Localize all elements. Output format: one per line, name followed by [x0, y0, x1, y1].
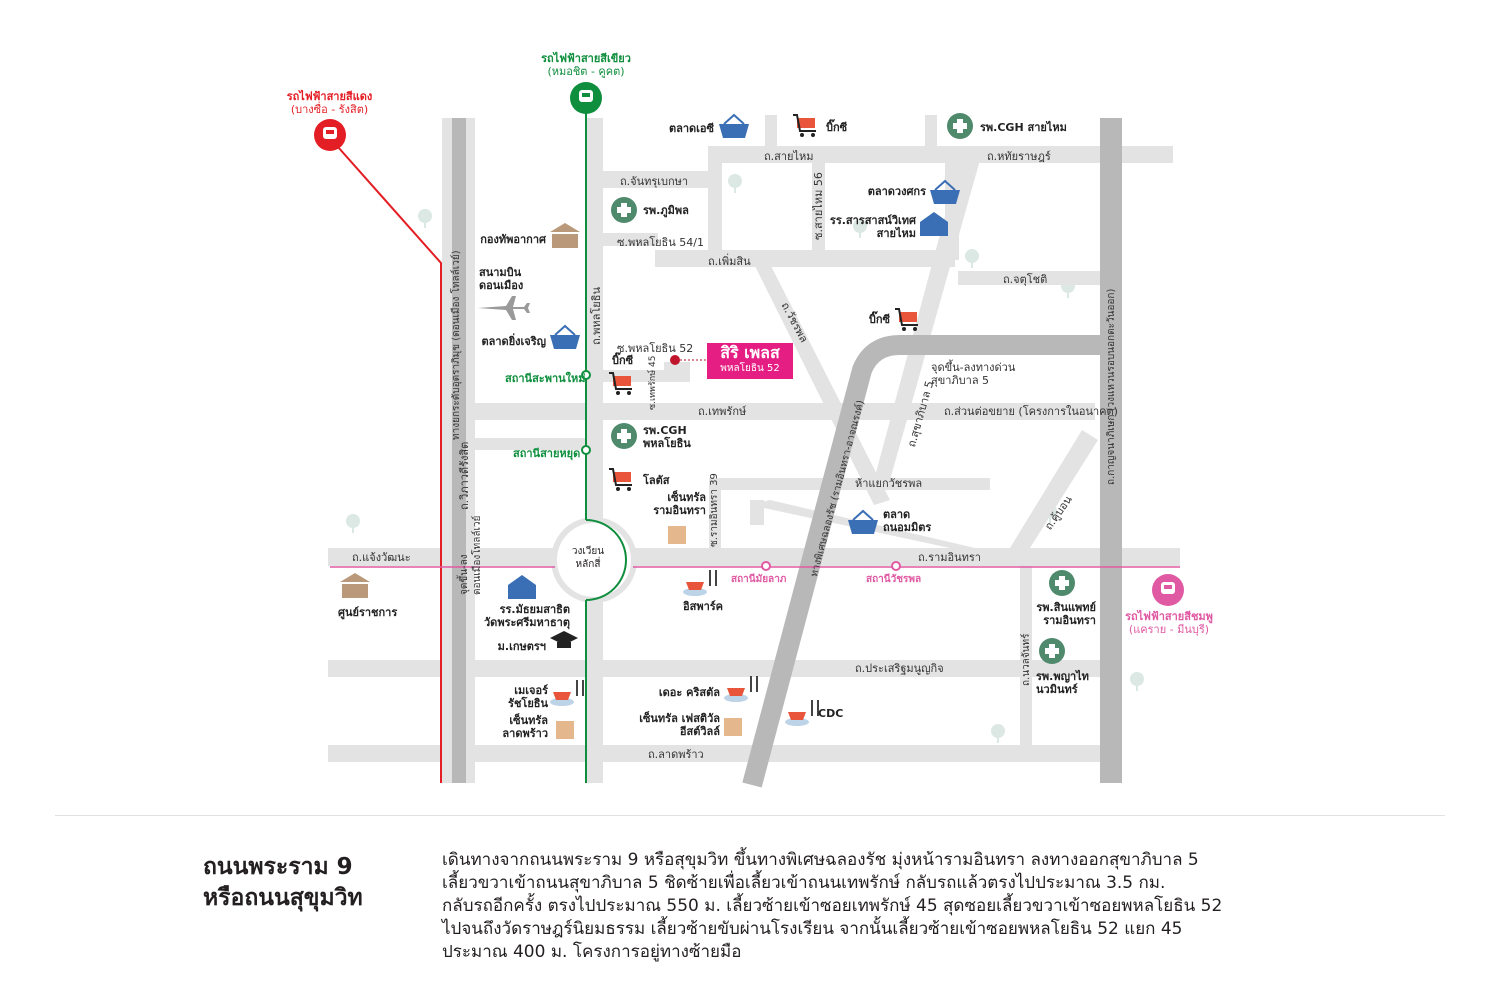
project-pin [670, 355, 680, 365]
restaurant-icon [550, 570, 819, 726]
poi-cdc: CDC [818, 707, 844, 720]
road-chatuchot: ถ.จตุโชติ [1003, 273, 1048, 286]
poi-sarasas: รร.สารสาสน์วิเทศ สายไหม [829, 214, 916, 240]
poi-crystal: เดอะ คริสตัล [658, 686, 720, 699]
road-nuan-chan: ถ.นวลจันทร์ [1021, 633, 1032, 686]
phahon-road [586, 118, 603, 783]
graduation-cap-icon [550, 631, 578, 648]
poi-air-force: กองทัพอากาศ [480, 233, 546, 246]
red-line-label: รถไฟฟ้าสายสีแดง(บางซื่อ - รังสิต) [286, 90, 373, 116]
poi-central-ladprao: เซ็นทรัล ลาดพร้าว [502, 714, 548, 740]
road-vibhavadi: ถ.วิภาวดีรังสิต [458, 441, 471, 510]
poi-bigc-top: บิ๊กซี [826, 121, 848, 134]
airplane-icon [478, 296, 530, 320]
road-expressway-gate: จุดขึ้น-ลงทางด่วน สุขาภิบาล 5 [931, 361, 1016, 387]
poi-fashion-cafe: อิสพาร์ค [683, 600, 724, 613]
chalong-rat-expressway [742, 335, 1105, 788]
poi-talat-yingcharoen: ตลาดยิ่งเจริญ [481, 335, 546, 348]
location-map: รถไฟฟ้าสายสีแดง(บางซื่อ - รังสิต) รถไฟฟ้… [286, 52, 1213, 788]
station-saphan-mai: สถานีสะพานใหม่ [505, 372, 586, 385]
road-chaeng-watthana: ถ.แจ้งวัฒนะ [352, 551, 411, 564]
road-chan-krabok: ถ.จันทรุเบกษา [620, 175, 689, 188]
road-prasert-manukit: ถ.ประเสริฐมนูญกิจ [855, 662, 944, 675]
poi-major: เมเจอร์ รัชโยธิน [508, 684, 548, 710]
market-basket-icon [550, 124, 960, 534]
directions-heading: ถนนพระราม 9 หรือถนนสุขุมวิท [203, 854, 363, 911]
shopping-bag-icon [556, 526, 742, 739]
poi-bhumibol: รพ.ภูมิพล [643, 204, 689, 217]
road-phahon-52: ซ.พหลโยธิน 52 [617, 342, 694, 355]
road-kanchanaphisek: ถ.กาญจนาภิเษก (วงแหวนรอบนอกตะวันออก) [1106, 288, 1117, 485]
poi-school-wat: รร.มัธยมสาธิต วัดพระศรีมหาธาตุ [484, 603, 570, 629]
government-building-icon [340, 223, 580, 598]
green-line-label: รถไฟฟ้าสายสีเขียว(หมอชิต - คูคต) [541, 52, 631, 78]
poi-central-festival: เซ็นทรัล เฟสติวัล อีสต์วิลล์ [639, 712, 720, 738]
road-phahon-54-1: ซ.พหลโยธิน 54/1 [617, 236, 704, 249]
poi-bigc-saphanmai: บิ๊กซี [612, 354, 634, 367]
poi-talat-wongsakorn: ตลาดวงศกร [867, 185, 926, 198]
road-phahon-yothin: ถ.พหลโยธิน [590, 287, 603, 345]
road-ramintra-39: ซ.รามอินทรา 39 [709, 473, 720, 547]
section-divider [55, 815, 1445, 816]
map-canvas [314, 82, 1184, 788]
road-thepharak-45: ซ.เทพรักษ์ 45 [648, 355, 658, 410]
poi-airport: สนามบิน ดอนเมือง [479, 266, 524, 292]
school-icon [508, 212, 948, 599]
poi-lotus: โลตัส [643, 474, 670, 487]
poi-cgh-phahon: รพ.CGH พหลโยธิน [643, 424, 691, 450]
road-extension: ถ.ส่วนต่อขยาย (โครงการในอนาคต) [944, 405, 1118, 418]
poi-phyathai: รพ.พญาไท นวมินทร์ [1036, 670, 1089, 696]
poi-bigc-mid: บิ๊กซี [868, 313, 890, 326]
poi-kasetsart: ม.เกษตรฯ [497, 640, 546, 653]
station-mai-lap: สถานีมัยลาภ [731, 574, 787, 585]
poi-government-center: ศูนย์ราชการ [338, 606, 398, 619]
poi-talat-ac: ตลาดเอซี [668, 122, 714, 135]
station-markers [581, 370, 901, 571]
pink-line-train-icon [1152, 574, 1184, 606]
station-watcharaphon: สถานีวัชรพล [866, 574, 922, 585]
poi-synphaet: รพ.สินแพทย์ รามอินทรา [1036, 601, 1096, 627]
red-line-train-icon [314, 119, 346, 151]
poi-cgh-saimai: รพ.CGH สายไหม [980, 121, 1067, 134]
green-line-train-icon [570, 82, 602, 114]
project-label: สิริ เพลสพหลโยธิน 52 [707, 343, 793, 379]
hospital-icon [611, 113, 1075, 664]
kanchanaphisek-road [1100, 118, 1122, 783]
shopping-cart-icon [609, 114, 918, 491]
directions-text: เดินทางจากถนนพระราม 9 หรือสุขุมวิท ขึ้นท… [442, 850, 1223, 962]
poi-talat-thanonmit: ตลาด ถนอมมิตร [883, 508, 932, 534]
road-watcharaphon-junction: ห้าแยกวัชรพล [855, 477, 923, 490]
road-tollway-gate: จุดขึ้น-ลง ดอนเมืองโทลล์เวย์ [459, 515, 483, 595]
red-line-route [329, 137, 442, 783]
road-phoem-sin: ถ.เพิ่มสิน [708, 255, 751, 268]
pink-line-label: รถไฟฟ้าสายสีชมพู(แคราย - มีนบุรี) [1125, 610, 1213, 636]
road-ram-intra: ถ.รามอินทรา [918, 551, 981, 564]
tollway [452, 118, 466, 783]
road-lat-phrao: ถ.ลาดพร้าว [648, 748, 704, 761]
roads [328, 115, 1180, 762]
road-sai-mai: ถ.สายไหม [764, 150, 814, 163]
road-thepharak: ถ.เทพรักษ์ [698, 405, 747, 418]
roundabout-label: วงเวียน หลักสี่ [571, 546, 605, 570]
station-sai-yud: สถานีสายหยุด [513, 447, 581, 460]
poi-central-ramintra: เซ็นทรัล รามอินทรา [653, 491, 706, 517]
road-hathairat: ถ.หทัยราษฎร์ [987, 150, 1051, 163]
